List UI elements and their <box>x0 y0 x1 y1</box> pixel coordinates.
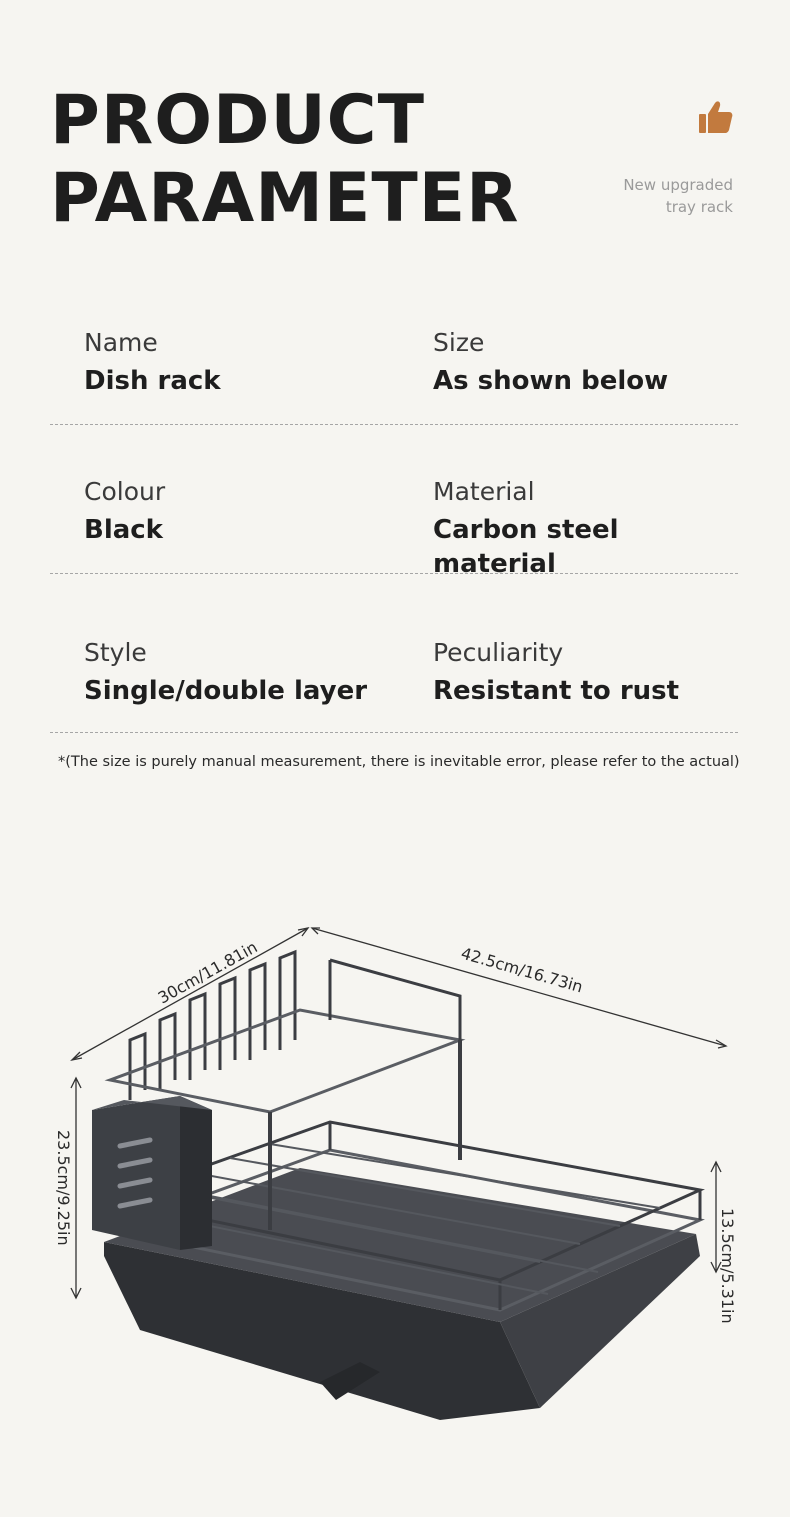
parameter-row: Style Single/double layer Peculiarity Re… <box>50 574 738 733</box>
tagline-line-2: tray rack <box>665 198 733 216</box>
param-value-material: Carbon steel material <box>433 515 619 579</box>
tagline-line-1: New upgraded <box>623 176 733 194</box>
thumbs-up-icon <box>699 101 733 133</box>
param-label-name: Name <box>84 328 158 357</box>
dimension-lines <box>70 927 728 1300</box>
parameter-row: Name Dish rack Size As shown below <box>50 320 738 425</box>
dimension-length-label: 42.5cm/16.73in <box>459 944 585 997</box>
parameter-cell: Colour Black <box>84 477 165 547</box>
param-label-style: Style <box>84 638 147 667</box>
measurement-note: *(The size is purely manual measurement,… <box>58 754 740 770</box>
page-title: PRODUCT PARAMETER <box>50 82 520 238</box>
tagline: New upgraded tray rack <box>623 174 733 218</box>
parameter-cell: Material Carbon steel material <box>433 477 738 581</box>
utensil-holder <box>92 1096 212 1250</box>
parameter-cell: Size As shown below <box>433 328 668 398</box>
param-value-size: As shown below <box>433 366 669 396</box>
dimension-tray-height-label: 13.5cm/5.31in <box>718 1208 737 1324</box>
parameter-cell: Style Single/double layer <box>84 638 367 708</box>
param-value-name: Dish rack <box>84 366 221 396</box>
param-label-size: Size <box>433 328 485 357</box>
title-line-1: PRODUCT <box>50 81 425 160</box>
parameter-row: Colour Black Material Carbon steel mater… <box>50 425 738 579</box>
dimension-depth-label: 30cm/11.81in <box>155 937 261 1007</box>
param-value-peculiarity: Resistant to rust <box>433 676 680 706</box>
dish-rack-illustration: 30cm/11.81in 42.5cm/16.73in 23.5cm/9.25i… <box>54 927 737 1420</box>
parameter-cell: Name Dish rack <box>84 328 221 398</box>
param-value-style: Single/double layer <box>84 676 368 706</box>
parameter-table: Name Dish rack Size As shown below Colou… <box>50 320 738 733</box>
dish-slots <box>104 949 466 1230</box>
title-line-2: PARAMETER <box>50 159 520 238</box>
param-label-material: Material <box>433 477 535 506</box>
param-value-colour: Black <box>84 515 163 545</box>
parameter-cell: Peculiarity Resistant to rust <box>433 638 679 708</box>
param-label-colour: Colour <box>84 477 166 506</box>
basket-wires <box>149 1143 661 1295</box>
dimension-height-label: 23.5cm/9.25in <box>54 1130 73 1246</box>
param-label-peculiarity: Peculiarity <box>433 638 564 667</box>
